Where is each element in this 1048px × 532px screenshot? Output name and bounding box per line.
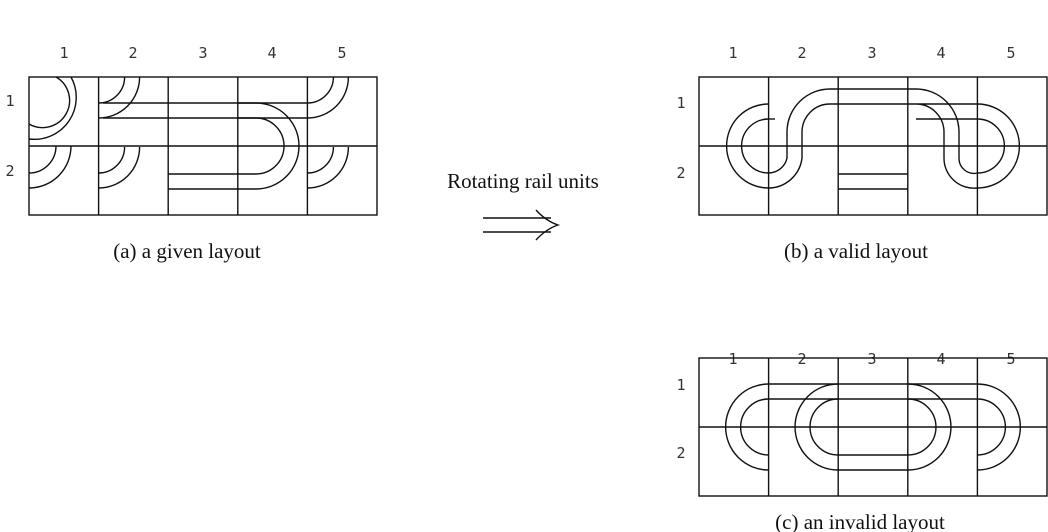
panel-a-rail-curve-1-1 xyxy=(28,76,77,141)
panel-b-rail-loop xyxy=(725,88,1021,189)
panel-a-col-label: 2 xyxy=(128,44,137,62)
panel-b-col-label: 3 xyxy=(867,44,876,62)
panel-a-col-label: 3 xyxy=(198,44,207,62)
panel-c-col-label: 1 xyxy=(728,350,737,368)
panel-a-rail-curve-2-5 xyxy=(307,146,350,189)
panel-c-col-label: 3 xyxy=(867,350,876,368)
panel-a-rail-straight-1-3 xyxy=(103,102,238,119)
panel-a-rail-straight-2-3 xyxy=(168,173,238,190)
panel-a-rail-curve-2-2 xyxy=(98,146,141,189)
panel-b: 1 2 3 4 5 1 2 (b) a valid layout xyxy=(676,44,1048,263)
panel-c-row-label: 2 xyxy=(676,444,685,462)
panel-a-rail-curve-2-1 xyxy=(28,145,72,189)
panel-b-col-label: 4 xyxy=(936,44,945,62)
panel-a-caption: (a) a given layout xyxy=(113,239,261,263)
panel-b-col-label: 5 xyxy=(1006,44,1015,62)
panel-c-col-label: 5 xyxy=(1006,350,1015,368)
panel-a: 1 2 3 4 5 1 2 xyxy=(5,44,378,263)
panel-c-grid xyxy=(698,357,1048,497)
panel-c-col-label: 4 xyxy=(936,350,945,368)
transition-label: Rotating rail units xyxy=(447,169,599,193)
panel-c-rail-outer-loop xyxy=(724,383,1022,471)
panel-c-col-label: 2 xyxy=(797,350,806,368)
double-arrow-icon xyxy=(483,209,561,241)
panel-b-row-label: 1 xyxy=(676,94,685,112)
panel-b-row-label: 2 xyxy=(676,164,685,182)
panel-c-caption: (c) an invalid layout xyxy=(775,510,945,532)
panel-a-grid xyxy=(28,76,378,216)
panel-c: 1 2 3 4 5 1 2 (c) an invalid layout xyxy=(676,350,1048,532)
panel-a-col-label: 1 xyxy=(59,44,68,62)
panel-a-rail-curve-1-5 xyxy=(307,76,350,119)
panel-c-row-label: 1 xyxy=(676,376,685,394)
panel-a-row-label: 1 xyxy=(5,92,14,110)
panel-b-grid xyxy=(698,76,1048,216)
panel-b-rail-straight-2-3 xyxy=(838,173,908,190)
panel-a-col-label: 5 xyxy=(337,44,346,62)
transition: Rotating rail units xyxy=(447,169,599,241)
panel-a-rail-loop-1-4 xyxy=(237,102,308,190)
panel-a-col-label: 4 xyxy=(267,44,276,62)
panel-c-rail-inner-loop xyxy=(794,383,952,471)
panel-a-rail-curve-1-2 xyxy=(98,76,141,119)
panel-a-row-label: 2 xyxy=(5,162,14,180)
panel-b-col-label: 1 xyxy=(728,44,737,62)
panel-b-caption: (b) a valid layout xyxy=(784,239,928,263)
panel-b-col-label: 2 xyxy=(797,44,806,62)
